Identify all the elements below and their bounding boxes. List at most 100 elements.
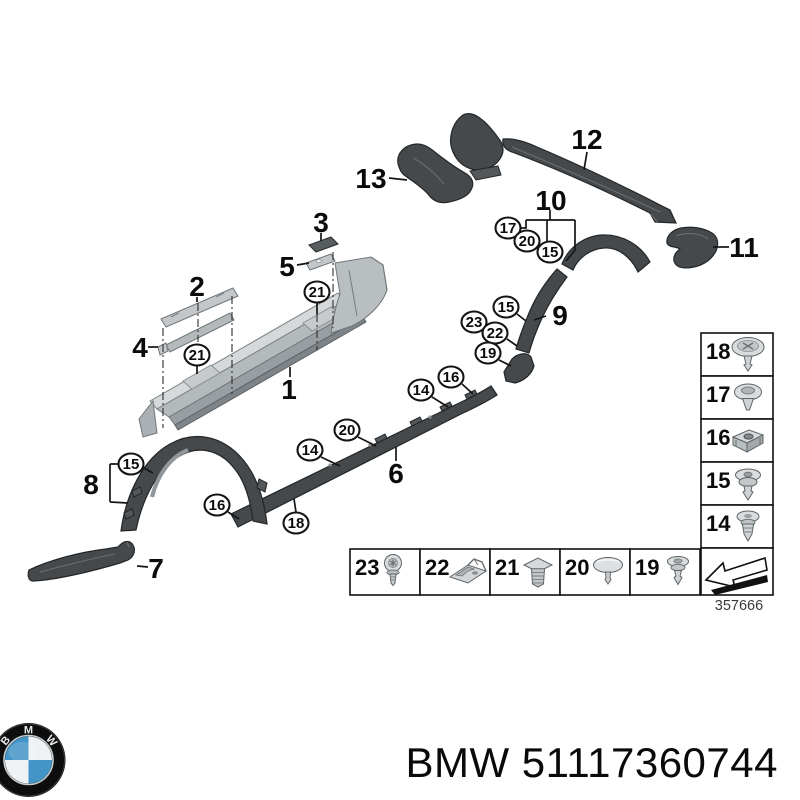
- center-lines: [162, 252, 334, 428]
- washer-rivet-icon: [735, 468, 761, 501]
- part-label-9: 9: [552, 300, 568, 331]
- callout-circle: 23: [460, 310, 488, 334]
- part-11-shape: [666, 226, 719, 269]
- legend-item-15: 15: [700, 461, 774, 506]
- part-12-shape: [450, 113, 677, 224]
- svg-text:22: 22: [425, 555, 449, 580]
- legend-item-16: 16: [700, 418, 774, 463]
- part-label-5: 5: [279, 251, 295, 282]
- expansion-rivet-icon: [736, 510, 760, 543]
- part-labels: 1 2 3 4 5 6 7 8 9 10 11 12 13: [83, 124, 759, 584]
- callout-circle: 18: [282, 511, 310, 535]
- callout-circle: 14: [407, 378, 435, 402]
- svg-text:19: 19: [635, 555, 659, 580]
- callout-circle: 15: [536, 240, 564, 264]
- cage-nut-icon: [731, 429, 765, 453]
- svg-text:20: 20: [565, 555, 589, 580]
- svg-text:21: 21: [309, 284, 326, 301]
- callout-circle: 16: [203, 493, 231, 517]
- rivet-cross-icon: [731, 337, 765, 372]
- callout-circle: 16: [437, 365, 465, 389]
- svg-text:16: 16: [209, 497, 226, 514]
- svg-text:15: 15: [498, 299, 515, 316]
- callout-circle: 19: [474, 341, 502, 365]
- svg-text:18: 18: [288, 515, 305, 532]
- svg-text:18: 18: [706, 339, 730, 364]
- callout-circle: 20: [333, 418, 361, 442]
- svg-text:23: 23: [355, 555, 379, 580]
- callout-circle: 22: [481, 321, 509, 345]
- bmw-logo-icon: B M W: [0, 723, 66, 797]
- part-9-shape: [515, 234, 651, 354]
- svg-text:20: 20: [519, 233, 536, 250]
- footer: B M W BMW 51117360744: [0, 723, 778, 797]
- part-1-shape: [138, 256, 388, 438]
- part-7-shape: [27, 540, 135, 582]
- svg-text:20: 20: [339, 422, 356, 439]
- part-label-10: 10: [535, 185, 566, 216]
- svg-text:21: 21: [495, 555, 519, 580]
- logo-quadrant-se: [28, 760, 52, 784]
- svg-text:M: M: [24, 725, 33, 737]
- part-label-1: 1: [281, 374, 297, 405]
- svg-text:21: 21: [189, 347, 206, 364]
- push-rivet-icon: [667, 556, 689, 586]
- cap-plug-icon: [593, 557, 623, 585]
- logo-quadrant-ne: [28, 736, 52, 760]
- legend-row: 23 22 21: [349, 548, 701, 596]
- part-6-end-cap: [503, 353, 535, 384]
- legend-item-17: 17: [700, 375, 774, 420]
- svg-text:17: 17: [500, 220, 517, 237]
- svg-text:14: 14: [706, 511, 731, 536]
- callout-circle: 14: [296, 438, 324, 462]
- callout-circle: 21: [303, 280, 331, 304]
- callout-circle: 15: [492, 295, 520, 319]
- legend-column: 18 17 16: [700, 332, 774, 596]
- legend-item-20: 20: [559, 548, 631, 596]
- legend-item-18: 18: [700, 332, 774, 377]
- legend-item-19: 19: [629, 548, 701, 596]
- svg-text:14: 14: [413, 382, 430, 399]
- part-1-end-support: [330, 256, 388, 334]
- svg-text:15: 15: [123, 456, 140, 473]
- part-label-8: 8: [83, 469, 99, 500]
- legend-item-14: 14: [700, 504, 774, 549]
- part-2-shape: [160, 287, 239, 328]
- callout-circle: 17: [494, 216, 522, 240]
- svg-text:15: 15: [542, 244, 559, 261]
- dome-grommet-icon: [734, 383, 762, 411]
- legend-item-23: 23: [349, 548, 421, 596]
- part-label-4: 4: [132, 332, 148, 363]
- logo-quadrant-sw: [5, 760, 29, 784]
- svg-text:23: 23: [466, 314, 483, 331]
- svg-text:16: 16: [443, 369, 460, 386]
- part-label-11: 11: [729, 232, 759, 263]
- part-number-text: BMW 51117360744: [405, 739, 778, 786]
- callout-circle: 20: [513, 229, 541, 253]
- part-1-mount-pad: [182, 364, 221, 390]
- part-label-12: 12: [571, 124, 602, 155]
- svg-text:15: 15: [706, 468, 730, 493]
- part-8-shape: [120, 436, 268, 532]
- svg-text:19: 19: [480, 345, 497, 362]
- expanding-grommet-icon: [522, 557, 554, 588]
- callout-circle: 15: [117, 452, 145, 476]
- svg-text:22: 22: [487, 325, 504, 342]
- direction-arrow-icon: [704, 556, 768, 595]
- part-label-6: 6: [388, 458, 404, 489]
- leader-lines: [109, 151, 729, 568]
- logo-quadrant-nw: [4, 736, 29, 760]
- screw-icon: [384, 554, 402, 587]
- legend-item-21: 21: [489, 548, 561, 596]
- part-6-shape: [230, 353, 535, 528]
- svg-text:16: 16: [706, 425, 730, 450]
- speed-nut-icon: [448, 558, 488, 584]
- part-label-13: 13: [355, 163, 386, 194]
- part-13-shape: [397, 143, 474, 204]
- callout-circle: 21: [183, 343, 211, 367]
- fastener-callouts: 17 20 15 15 23 22 19 16 14 20 14 18 21 2…: [117, 216, 564, 535]
- part-label-7: 7: [148, 553, 164, 584]
- legend-item-22: 22: [419, 548, 491, 596]
